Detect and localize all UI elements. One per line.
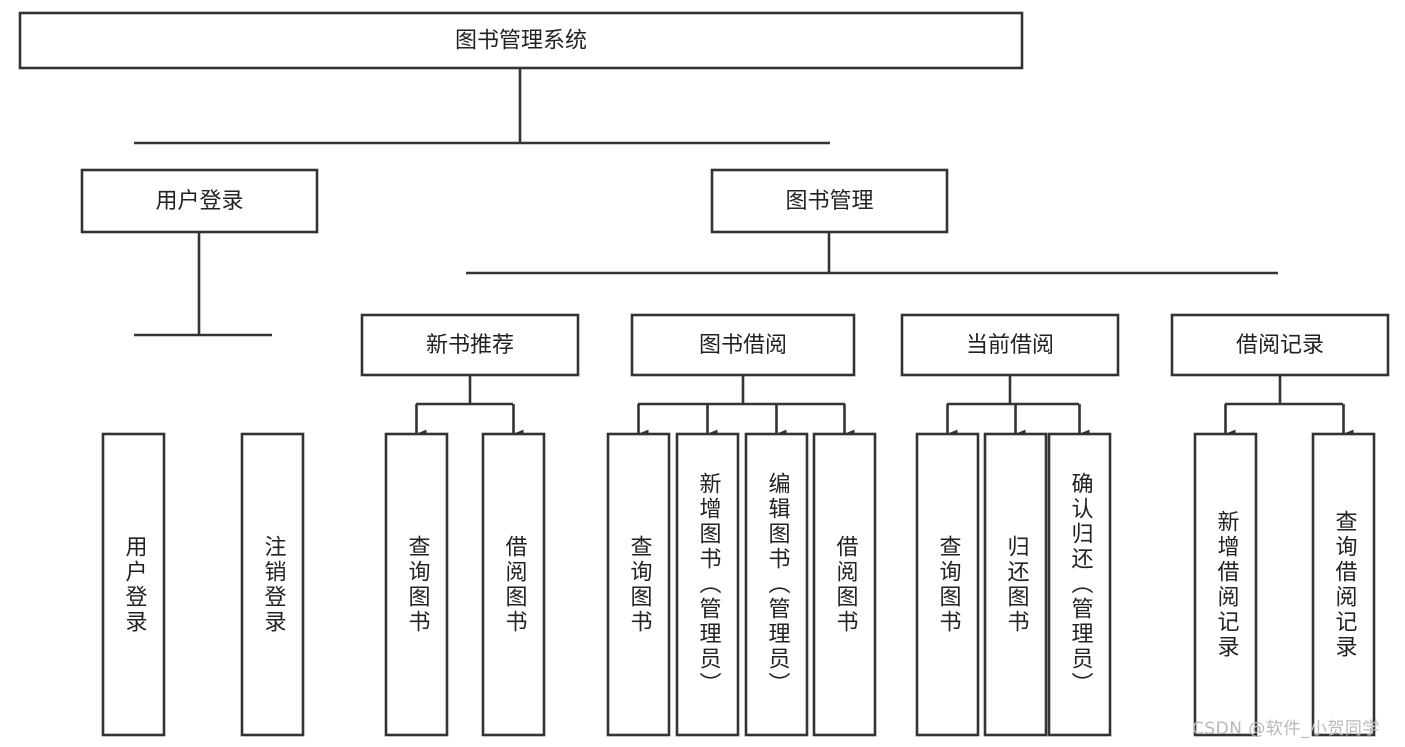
box-layer (18, 11, 1390, 737)
node-label-borrow: 图书借阅 (699, 333, 787, 358)
node-label-root: 图书管理系统 (455, 29, 587, 54)
node-box-record[interactable] (1170, 313, 1390, 377)
node-box-leaf-query-book-3[interactable] (915, 432, 980, 737)
node-box-bookmgmt[interactable] (710, 168, 949, 234)
node-label-newbook: 新书推荐 (426, 333, 514, 358)
node-label-bookmgmt: 图书管理 (785, 189, 873, 214)
node-box-leaf-edit-book[interactable] (744, 432, 809, 737)
node-box-leaf-user-logout[interactable] (240, 432, 305, 737)
node-box-leaf-query-book-1[interactable] (384, 432, 449, 737)
connector-login-bus (134, 232, 272, 337)
node-box-leaf-return-book[interactable] (983, 432, 1048, 737)
node-box-leaf-user-login[interactable] (101, 432, 166, 737)
node-box-borrow[interactable] (630, 313, 856, 377)
connector-root-bus (134, 68, 830, 145)
connector-layer (134, 68, 1354, 439)
node-box-newbook[interactable] (360, 313, 580, 377)
node-box-leaf-confirm-return[interactable] (1047, 432, 1112, 737)
connector-record-bus (1225, 375, 1343, 406)
node-box-login[interactable] (80, 168, 319, 234)
connector-newbook-bus (416, 375, 513, 406)
node-box-current[interactable] (900, 313, 1120, 377)
connector-bookmgmt-bus (466, 232, 1278, 275)
watermark-text: CSDN @软件_小贺同学 (1192, 719, 1380, 739)
connector-current-bus (947, 375, 1079, 406)
node-label-record: 借阅记录 (1236, 333, 1324, 358)
node-box-leaf-add-book[interactable] (675, 432, 740, 737)
node-box-leaf-add-record[interactable] (1193, 432, 1258, 737)
node-box-leaf-borrow-book-1[interactable] (481, 432, 546, 737)
node-box-leaf-query-book-2[interactable] (606, 432, 671, 737)
node-label-login: 用户登录 (155, 189, 243, 214)
node-box-root[interactable] (18, 11, 1024, 70)
node-label-current: 当前借阅 (966, 333, 1054, 358)
node-box-leaf-borrow-book-2[interactable] (812, 432, 877, 737)
connector-borrow-bus (638, 375, 845, 406)
node-box-leaf-query-record[interactable] (1311, 432, 1376, 737)
